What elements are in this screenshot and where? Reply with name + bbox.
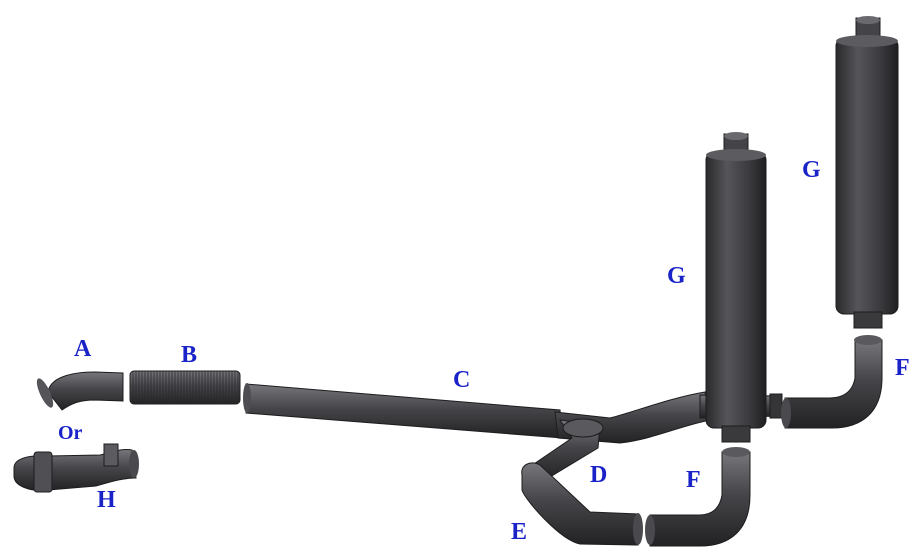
part-h-alt-elbow <box>13 443 139 493</box>
label-a: A <box>74 336 92 362</box>
label-f-upper: F <box>895 355 910 381</box>
part-f-elbow-lower <box>645 447 751 547</box>
label-d: D <box>590 462 608 488</box>
part-b-flex-pipe <box>129 370 241 405</box>
label-b: B <box>181 342 198 368</box>
label-h: H <box>97 487 116 513</box>
label-or: Or <box>58 422 83 444</box>
label-e: E <box>511 519 528 545</box>
label-g-lower: G <box>667 263 686 289</box>
part-e-bent-pipe <box>521 462 643 546</box>
part-g-muffler-upper <box>835 16 899 329</box>
label-c: C <box>453 367 471 393</box>
label-f-lower: F <box>686 467 701 493</box>
part-f-elbow-upper <box>781 335 883 429</box>
part-g-muffler-lower <box>705 132 767 443</box>
label-g-upper: G <box>802 157 821 183</box>
part-a-elbow-pipe <box>36 371 124 411</box>
part-c-straight-pipe <box>243 383 563 439</box>
